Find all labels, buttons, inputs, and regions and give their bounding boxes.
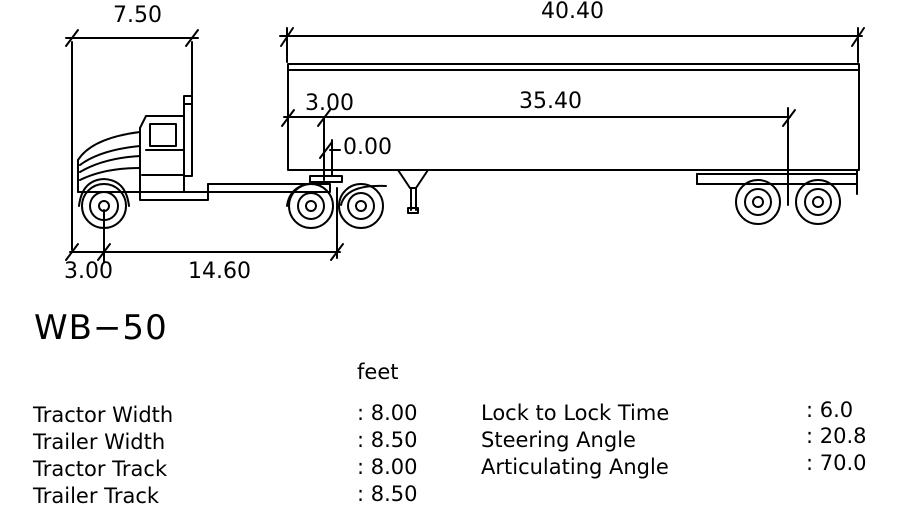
spec-value-lock-to-lock-time: : 6.0	[806, 398, 854, 422]
trailer-wheelbase-label: 35.40	[519, 89, 582, 114]
fifth-wheel-offset-label: 0.00	[343, 135, 392, 160]
dim-line-fifth-wheel	[319, 139, 341, 176]
spec-value-trailer-width: : 8.50	[357, 428, 418, 452]
vehicle-name: WB−50	[34, 308, 168, 348]
spec-value-tractor-track: : 8.00	[357, 455, 418, 479]
trailer-wheels	[735, 179, 841, 225]
spec-value-articulating-angle: : 70.0	[806, 451, 867, 475]
units-label: feet	[357, 360, 399, 384]
spec-value-trailer-track: : 8.50	[357, 482, 418, 506]
tractor	[77, 95, 387, 229]
spec-label-trailer-width: Trailer Width	[33, 430, 166, 454]
spec-label-trailer-track: Trailer Track	[33, 484, 160, 508]
dim-line-cab-length	[65, 29, 199, 251]
spec-value-steering-angle: : 20.8	[806, 424, 867, 448]
tractor-wheelbase-label: 14.60	[188, 259, 251, 284]
kingpin-offset-label: 3.00	[305, 91, 354, 116]
spec-label-tractor-track: Tractor Track	[33, 457, 168, 481]
spec-label-tractor-width: Tractor Width	[33, 403, 174, 427]
spec-value-tractor-width: : 8.00	[357, 401, 418, 425]
dim-line-kingpin-wheelbase	[281, 107, 796, 206]
cab-length-label: 7.50	[113, 3, 162, 28]
dim-line-trailer-length	[279, 27, 865, 63]
spec-label-steering-angle: Steering Angle	[481, 428, 636, 452]
trailer-length-label: 40.40	[541, 0, 604, 24]
front-overhang-label: 3.00	[64, 259, 113, 284]
dim-line-bottom	[65, 187, 344, 263]
spec-label-lock-to-lock-time: Lock to Lock Time	[481, 401, 670, 425]
spec-label-articulating-angle: Articulating Angle	[481, 455, 669, 479]
